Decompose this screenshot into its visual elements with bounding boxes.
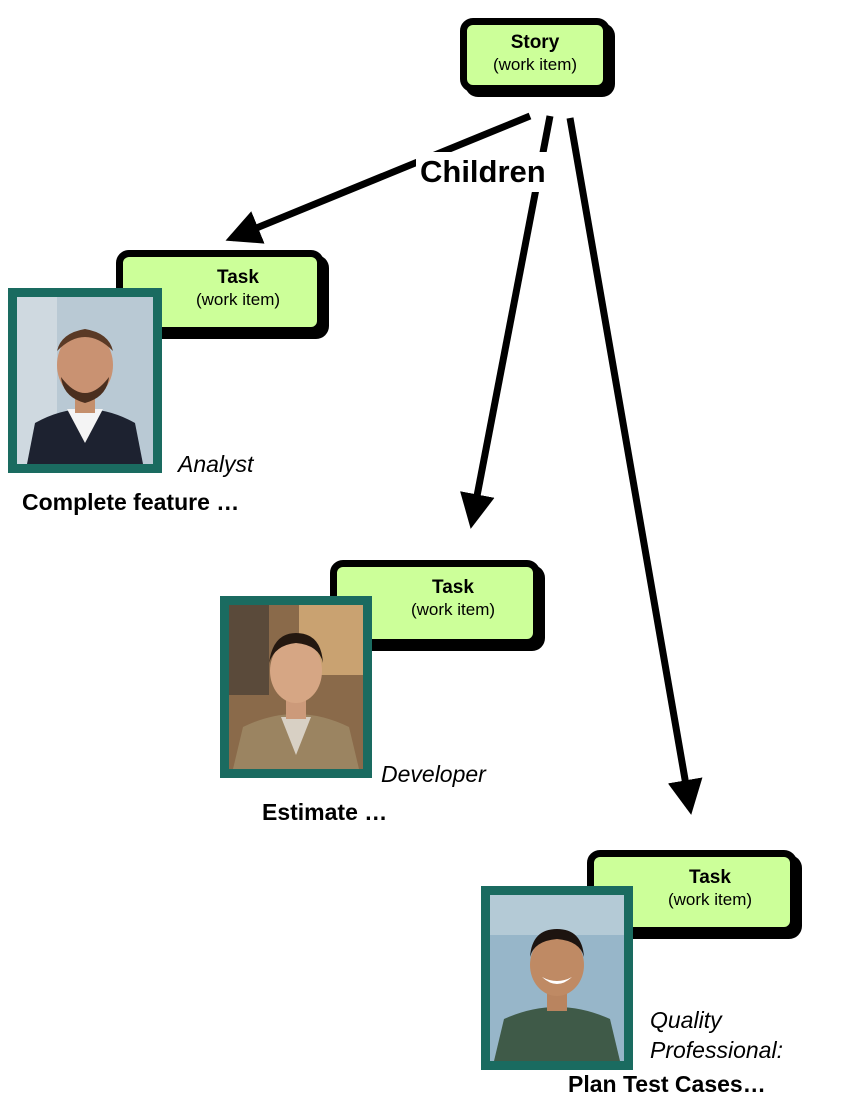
story-title: Story bbox=[510, 32, 560, 53]
analyst-photo bbox=[8, 288, 162, 473]
quality-role-line1: Quality bbox=[650, 1007, 722, 1033]
story-work-item-box: Story (work item) bbox=[460, 18, 610, 92]
arrow-to-quality-task bbox=[566, 117, 703, 815]
task-title: Task bbox=[432, 577, 474, 598]
analyst-task-description: Complete feature … bbox=[22, 489, 240, 515]
task-title: Task bbox=[217, 267, 259, 288]
arrow-to-analyst-task bbox=[225, 112, 532, 244]
children-label: Children bbox=[416, 152, 550, 192]
quality-role-line2: Professional: bbox=[650, 1037, 783, 1063]
developer-photo bbox=[220, 596, 372, 778]
task-subtitle: (work item) bbox=[410, 600, 496, 619]
developer-task-description: Estimate … bbox=[262, 799, 388, 825]
task-subtitle: (work item) bbox=[195, 290, 281, 309]
developer-role: Developer bbox=[381, 761, 486, 787]
quality-professional-photo bbox=[481, 886, 633, 1070]
task-title: Task bbox=[689, 867, 731, 888]
quality-task-description: Plan Test Cases… bbox=[568, 1071, 766, 1097]
task-subtitle: (work item) bbox=[667, 890, 753, 909]
analyst-role: Analyst bbox=[178, 451, 254, 477]
story-subtitle: (work item) bbox=[492, 55, 578, 74]
